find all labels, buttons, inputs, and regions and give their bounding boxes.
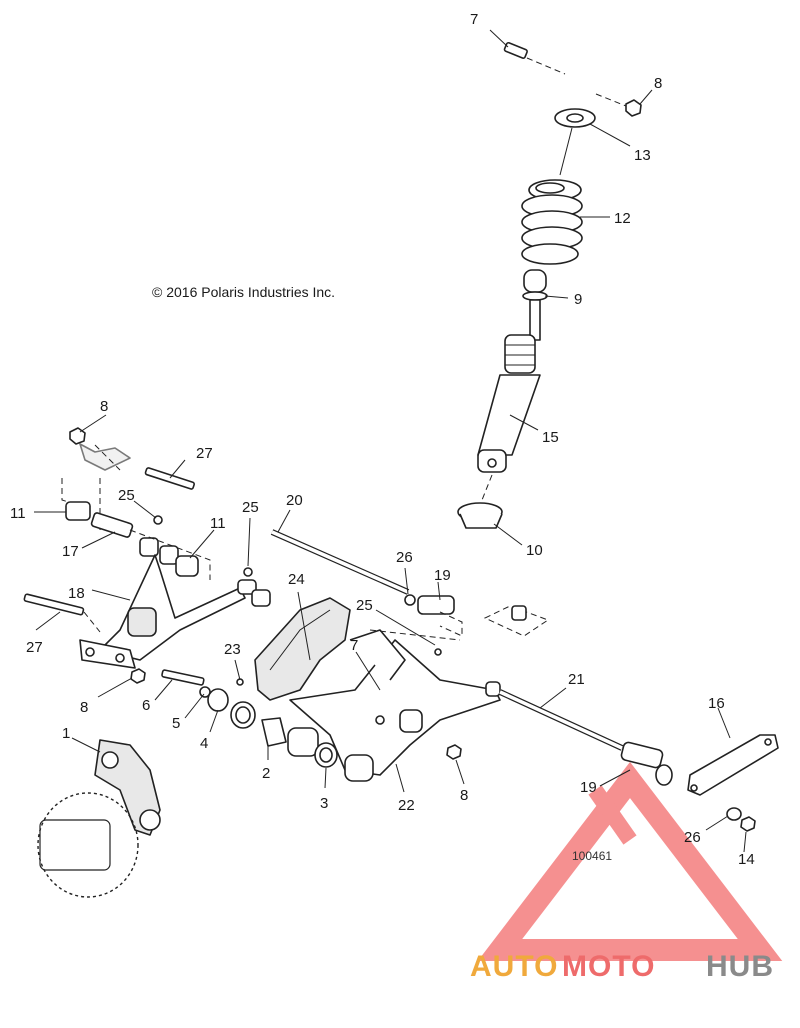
callout: 15 (542, 429, 559, 446)
callout: 4 (200, 735, 208, 752)
callout: 25 (118, 487, 135, 504)
nut-icon (740, 816, 756, 832)
copyright-text: © 2016 Polaris Industries Inc. (152, 284, 335, 300)
callout: 5 (172, 715, 180, 732)
callout: 1 (62, 725, 70, 742)
callout: 16 (708, 695, 725, 712)
upper-arm-hardware (61, 427, 211, 580)
callout: 26 (684, 829, 701, 846)
pivot-hardware (161, 669, 338, 768)
chain-guard-icon (254, 597, 351, 701)
callout: 18 (68, 585, 85, 602)
callouts: 7 8 13 12 9 15 10 8 27 11 25 25 11 17 20… (10, 11, 755, 868)
callout: 22 (398, 797, 415, 814)
watermark-part: MOTO (562, 950, 655, 983)
hub-assembly-icon (37, 739, 161, 898)
watermark-part: HUB (706, 950, 774, 983)
swingarm-icon (289, 629, 501, 782)
callout: 27 (196, 445, 213, 462)
shock-assembly (457, 41, 642, 529)
callout: 20 (286, 492, 303, 509)
callout: 10 (526, 542, 543, 559)
callout: 6 (142, 697, 150, 714)
callout: 11 (210, 515, 226, 532)
callout: 17 (62, 543, 79, 560)
nut-icon (69, 427, 86, 445)
callout: 19 (580, 779, 597, 796)
callout: 24 (288, 571, 305, 588)
callout: 25 (242, 499, 259, 516)
callout: 19 (434, 567, 451, 584)
callout: 3 (320, 795, 328, 812)
callout: 23 (224, 641, 241, 658)
callout: 25 (356, 597, 373, 614)
callout: 13 (634, 147, 651, 164)
callout: 8 (654, 75, 662, 92)
callout: 8 (100, 398, 108, 415)
callout: 8 (460, 787, 468, 804)
callout: 12 (614, 210, 631, 227)
nut-icon (595, 93, 642, 117)
callout: 9 (574, 291, 582, 308)
leader-lines (34, 29, 747, 853)
callout: 7 (470, 11, 478, 28)
washer-icon (726, 807, 742, 821)
shock-absorber-icon (477, 334, 541, 473)
callout: 11 (10, 505, 26, 522)
callout: 7 (350, 637, 358, 654)
diagram-code: 100461 (572, 849, 612, 863)
shaft-lower (485, 681, 673, 786)
nut-icon (446, 744, 462, 760)
callout: 21 (568, 671, 585, 688)
bolt-icon (503, 41, 566, 75)
watermark-part: AUTO (470, 950, 558, 983)
callout: 2 (262, 765, 270, 782)
callout: 14 (738, 851, 755, 868)
shaft-upper (270, 529, 550, 656)
coil-spring-icon (521, 179, 583, 265)
lower-retainer-icon (457, 502, 503, 529)
callout: 8 (80, 699, 88, 716)
bracket-plate-icon (687, 734, 779, 796)
upper-a-arm-icon (23, 554, 271, 684)
nut-icon (130, 668, 146, 684)
callout: 26 (396, 549, 413, 566)
watermark-logo (477, 761, 783, 961)
watermark-text: AUTO MOTO HUB (470, 950, 774, 983)
callout: 27 (26, 639, 43, 656)
